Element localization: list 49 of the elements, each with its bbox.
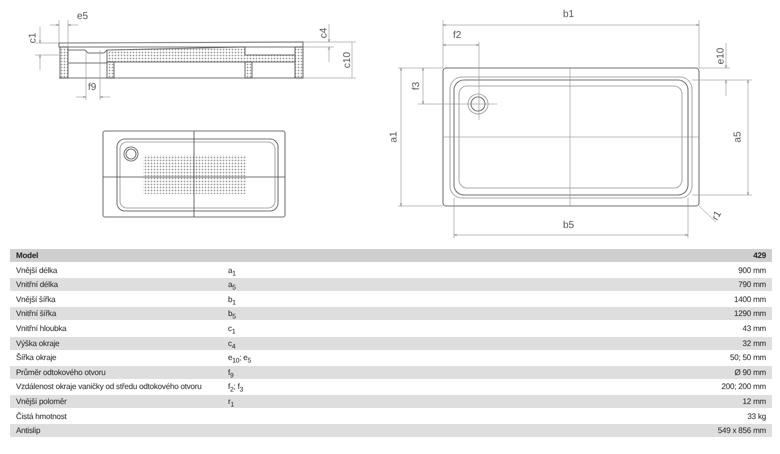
dimension-label: f3 bbox=[412, 82, 422, 90]
dimension-label: c4 bbox=[319, 28, 330, 38]
row-label: Vnější poloměr bbox=[16, 396, 67, 407]
value-text: 790 mm bbox=[738, 279, 766, 290]
symbol-text: f$_{2}$; f$_{3}$ bbox=[228, 381, 244, 396]
dimension-label: a1 bbox=[390, 131, 400, 143]
value-text: 33 kg bbox=[747, 410, 766, 422]
dimension-label: r1 bbox=[710, 210, 724, 222]
symbol-text: c$_{4}$ bbox=[228, 338, 236, 352]
row-label: Čistá hmotnost bbox=[16, 410, 67, 422]
value-text: 1290 mm bbox=[734, 308, 766, 320]
row-label: Vnější šířka bbox=[16, 294, 56, 305]
value-text: 12 mm bbox=[742, 396, 766, 407]
value-text: 900 mm bbox=[738, 264, 766, 276]
row-label: Šířka okraje bbox=[16, 352, 56, 364]
value-text: 549 x 856 mm bbox=[718, 425, 766, 436]
value-text: 200; 200 mm bbox=[722, 381, 766, 392]
dimension-label: c1 bbox=[28, 32, 38, 44]
value-text: Ø 90 mm bbox=[734, 366, 766, 378]
dimension-label: f2 bbox=[453, 31, 462, 41]
value-text: 50; 50 mm bbox=[730, 352, 766, 364]
row-label: Vnitřní šířka bbox=[16, 308, 56, 320]
symbol-text: r$_{1}$ bbox=[228, 396, 234, 411]
symbol-text: b$_{5}$ bbox=[228, 308, 236, 323]
symbol-text: a$_{5}$ bbox=[228, 279, 236, 294]
dimension-label: f9 bbox=[88, 83, 96, 93]
dimension-label: b5 bbox=[563, 221, 574, 231]
column-header: 429 bbox=[753, 250, 766, 261]
dimension-label: e5 bbox=[77, 12, 88, 22]
row-label: Vnitřní hloubka bbox=[16, 323, 66, 334]
row-label: Antislip bbox=[16, 425, 40, 436]
dimension-label: a5 bbox=[734, 131, 744, 143]
symbol-text: e$_{10}$; e$_{5}$ bbox=[228, 352, 252, 367]
value-text: 43 mm bbox=[742, 323, 766, 334]
symbol-text: b$_{1}$ bbox=[228, 294, 236, 308]
row-label: Průměr odtokového otvoru bbox=[16, 366, 106, 378]
row-label: Výška okraje bbox=[16, 338, 60, 349]
column-header: Model bbox=[16, 250, 38, 261]
symbol-text: a$_{1}$ bbox=[228, 264, 236, 280]
symbol-text: f$_{9}$ bbox=[228, 366, 234, 382]
row-label: Vnější délka bbox=[16, 264, 58, 276]
symbol-text: c$_{1}$ bbox=[228, 323, 236, 338]
dimension-label: e10 bbox=[716, 48, 726, 64]
value-text: 32 mm bbox=[742, 338, 766, 349]
row-label: Vnitřní délka bbox=[16, 279, 58, 290]
dimension-label: b1 bbox=[563, 10, 574, 20]
row-label: Vzdálenost okraje vaničky od středu odtokového otvoru bbox=[16, 381, 202, 392]
dimension-label: c10 bbox=[343, 52, 354, 68]
value-text: 1400 mm bbox=[734, 294, 766, 305]
